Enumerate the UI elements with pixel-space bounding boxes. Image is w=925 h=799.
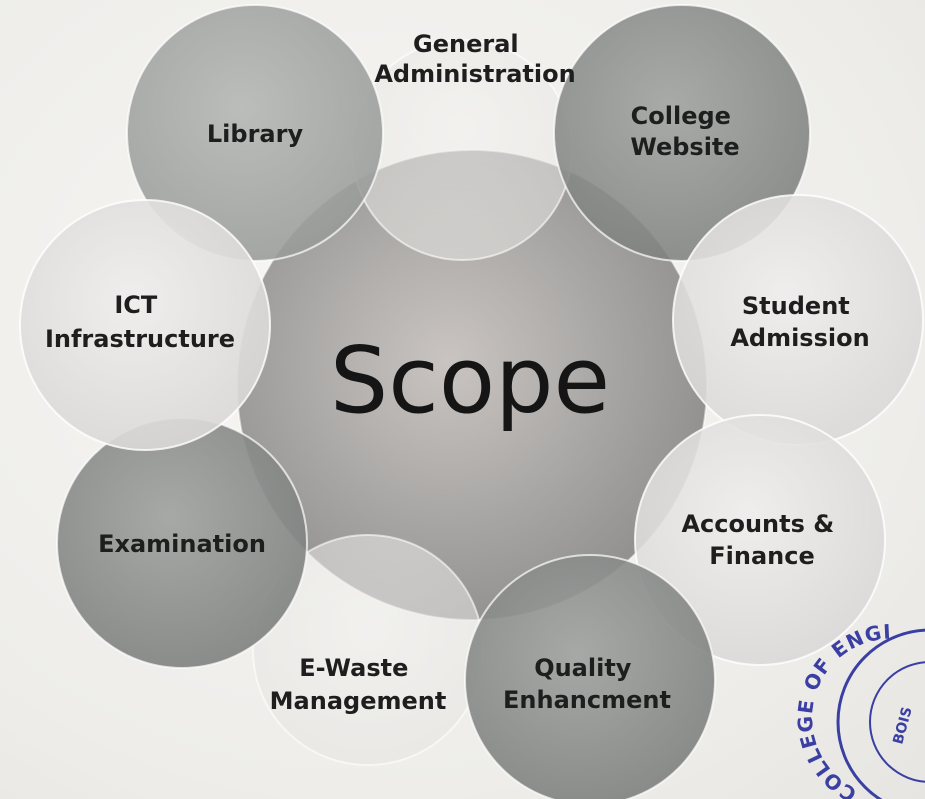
node-label-general-administration: General Administration xyxy=(374,30,575,88)
node-label-student-admission: Student Admission xyxy=(730,292,869,352)
ict-infrastructure-circle xyxy=(19,199,271,451)
node-label-examination: Examination xyxy=(98,530,266,558)
node-label-student-admission-line-1: Student xyxy=(742,292,850,320)
node-label-accounts-finance: Accounts & Finance xyxy=(681,510,842,570)
node-label-examination-line-1: Examination xyxy=(98,530,266,558)
center-label: Scope xyxy=(330,327,610,434)
node-label-accounts-finance-line-2: Finance xyxy=(709,542,815,570)
node-label-student-admission-line-2: Admission xyxy=(730,324,869,352)
node-label-library: Library xyxy=(207,120,304,148)
college-website-circle xyxy=(553,4,811,262)
node-label-ict-infrastructure-line-1: ICT xyxy=(114,291,158,319)
node-label-accounts-finance-line-1: Accounts & xyxy=(681,510,834,538)
node-label-general-administration-line-2: Administration xyxy=(374,60,575,88)
node-label-college-website: College Website xyxy=(630,102,739,161)
quality-enhancement-circle xyxy=(464,554,716,799)
node-label-ict-infrastructure-line-2: Infrastructure xyxy=(45,325,235,353)
node-label-e-waste-management-line-2: Management xyxy=(270,687,447,715)
node-label-college-website-line-1: College xyxy=(631,102,731,130)
student-admission-circle xyxy=(672,194,924,446)
node-label-college-website-line-2: Website xyxy=(630,133,739,161)
node-label-library-line-1: Library xyxy=(207,120,304,148)
node-label-quality-enhancement-line-2: Enhancment xyxy=(503,686,671,714)
node-label-general-administration-line-1: General xyxy=(413,30,519,58)
node-label-e-waste-management-line-1: E-Waste xyxy=(299,654,408,682)
node-label-quality-enhancement: Quality Enhancment xyxy=(503,654,671,714)
node-label-e-waste-management: E-Waste Management xyxy=(270,654,447,715)
node-label-ict-infrastructure: ICT Infrastructure xyxy=(45,291,235,353)
stamp-inner-text: BOIS xyxy=(890,705,915,746)
library-circle xyxy=(126,4,384,262)
accounts-finance-circle xyxy=(634,414,886,666)
node-label-quality-enhancement-line-1: Quality xyxy=(534,654,632,682)
